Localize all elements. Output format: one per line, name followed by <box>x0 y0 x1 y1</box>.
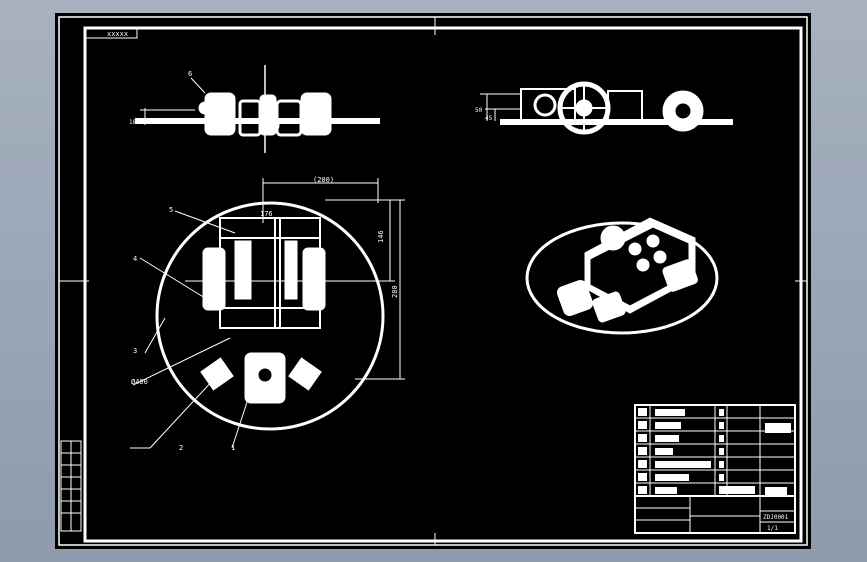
title-block-fills <box>638 408 791 495</box>
plan-view-lower-parts <box>200 352 322 404</box>
dim-width-inner: 176 <box>260 210 273 218</box>
isometric-view <box>525 217 719 335</box>
front-view-label-6: 6 <box>188 70 192 78</box>
part-label-1: 1 <box>231 444 235 452</box>
front-view <box>135 65 380 153</box>
title-block-sheet: 1/1 <box>767 525 778 532</box>
dim-diameter: Ø400 <box>131 378 148 386</box>
part-label-2: 2 <box>179 444 183 452</box>
side-view-dim-b: 45 <box>485 115 493 122</box>
part-label-4: 4 <box>133 255 137 263</box>
side-view-dim-a: 50 <box>475 107 483 114</box>
dim-width-total: (200) <box>313 176 334 184</box>
corner-code: xxxxx <box>107 30 128 38</box>
cad-drawing-canvas[interactable]: xxxxx 6 18.5 <box>55 13 811 549</box>
left-side-strip <box>60 440 82 532</box>
part-label-5: 5 <box>169 206 173 214</box>
part-label-3: 3 <box>133 347 137 355</box>
title-block-table-no: ZDJ0001 <box>763 514 789 521</box>
side-view <box>480 81 733 135</box>
dim-height-total: 280 <box>391 285 399 298</box>
drawing-sheet: xxxxx 6 18.5 <box>58 16 808 546</box>
dim-height-inner: 146 <box>377 230 385 243</box>
inner-border <box>83 26 803 543</box>
corner-code-box <box>84 27 138 39</box>
plan-view <box>130 178 405 449</box>
title-block <box>634 404 796 534</box>
front-view-dim-height: 18.5 <box>129 119 144 126</box>
